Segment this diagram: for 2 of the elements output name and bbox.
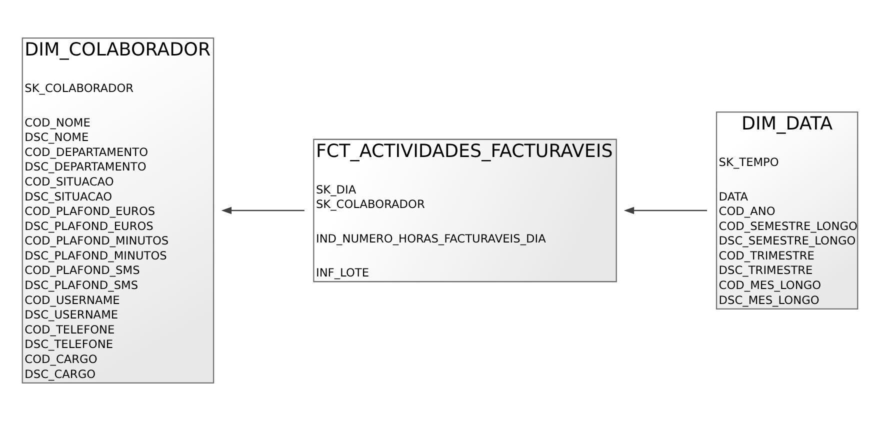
arrow xyxy=(221,206,304,214)
arrow xyxy=(624,206,708,214)
